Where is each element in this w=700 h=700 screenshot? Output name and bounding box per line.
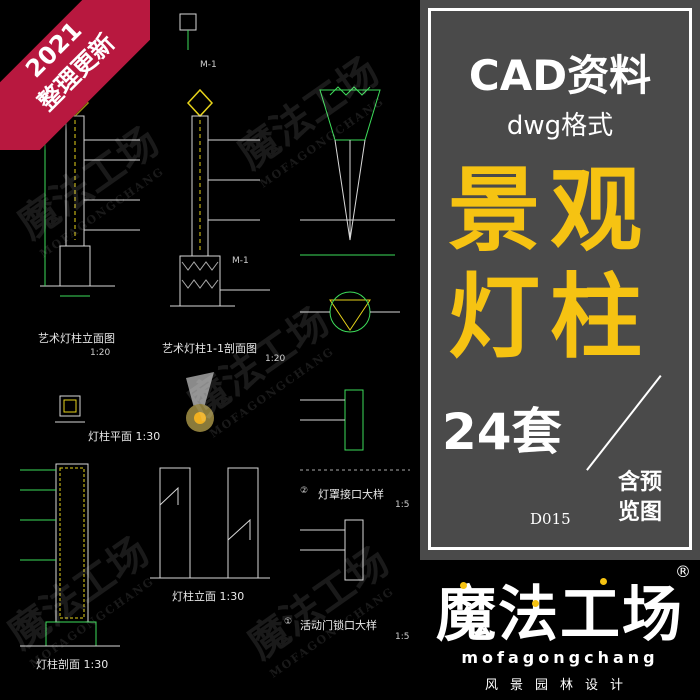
cad-label-m1b: M-1: [232, 256, 249, 266]
brand-dot: [600, 578, 607, 585]
cad-label-elevation: 灯柱立面 1:30: [172, 590, 245, 603]
cad-label-scale: 1:20: [90, 348, 111, 358]
joint-details: [300, 389, 410, 581]
cad-drawing: [20, 13, 410, 647]
cad-label-lamp-detail: 灯罩接口大样: [318, 488, 384, 501]
brand-dot: [460, 582, 467, 589]
lamp-head-detail: [300, 86, 400, 333]
cad-label-num-2: ②: [300, 486, 309, 496]
title-cad: CAD资料: [468, 51, 652, 100]
title-line-1: 景观: [448, 157, 653, 264]
art-lamp-section: [170, 13, 270, 307]
brand-block: 魔法工场 ® mofagongchang 风景园林设计: [420, 560, 700, 700]
cad-label-plan: 灯柱平面 1:30: [88, 430, 161, 443]
registered-mark: ®: [675, 562, 691, 581]
preview-line-2: 览图: [617, 500, 662, 525]
cad-label-scale-2: 1:20: [265, 354, 286, 364]
post-elevation: [150, 467, 270, 579]
title-line-2: 灯柱: [448, 264, 653, 371]
ribbon-band: 2021 整理更新: [0, 0, 150, 150]
brand-tagline: 风景园林设计: [484, 678, 635, 693]
plan-detail: [55, 395, 85, 423]
cad-label-scale-3: 1:5: [395, 500, 410, 510]
cad-label-m1: M-1: [200, 60, 217, 70]
cad-label-elevation-art: 艺术灯柱立面图: [38, 332, 115, 345]
cad-label-scale-4: 1:5: [395, 632, 410, 642]
title-panel: CAD资料 dwg格式 景观 灯柱 24套 含预 览图 D015: [420, 0, 700, 560]
update-ribbon: 2021 整理更新: [0, 0, 150, 150]
cad-label-door-detail: 活动门锁口大样: [300, 619, 377, 632]
art-lamp-elevation: [40, 80, 140, 297]
brand-dot: [532, 600, 539, 607]
cad-label-num-1: ①: [284, 617, 293, 627]
set-count: 24套: [442, 403, 562, 461]
preview-note: 含预 览图: [600, 468, 680, 528]
preview-line-1: 含预: [617, 470, 662, 495]
brand-pinyin: mofagongchang: [461, 648, 659, 667]
cad-label-section-art: 艺术灯柱1-1剖面图: [162, 342, 257, 355]
cad-label-section: 灯柱剖面 1:30: [36, 658, 109, 671]
post-section: [20, 463, 120, 647]
wizard-hat-icon: [186, 372, 214, 432]
cad-drawing-area: 艺术灯柱立面图 1:20 艺术灯柱1-1剖面图 1:20 灯柱平面 1:30 灯…: [0, 13, 410, 680]
product-code: D015: [530, 510, 571, 528]
title-frame: [428, 8, 692, 550]
title-format: dwg格式: [506, 111, 614, 141]
brand-name: 魔法工场: [436, 580, 684, 650]
